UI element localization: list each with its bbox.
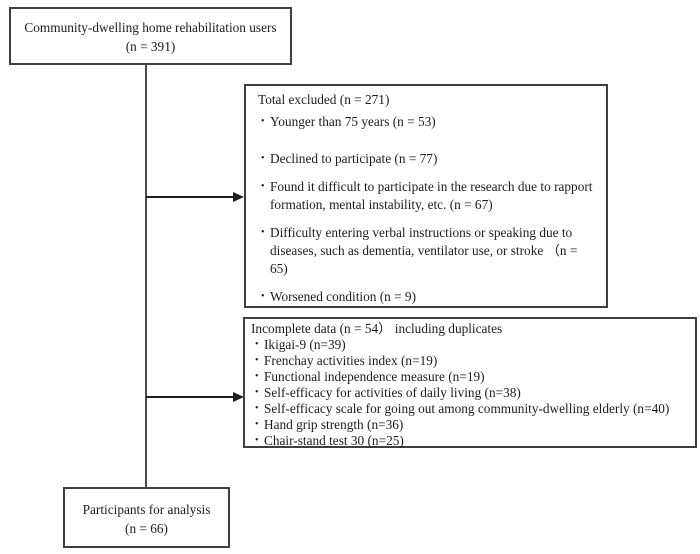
incomplete-item-text: Chair-stand test 30 (n=25) [264, 433, 404, 448]
excluded-item-text: Worsened condition (n = 9) [270, 289, 417, 304]
bullet-icon: • [255, 355, 259, 366]
box-incomplete-data: Incomplete data (n = 54） including dupli… [243, 317, 697, 448]
incomplete-item: • Functional independence measure (n=19) [251, 369, 691, 385]
analysis-title: Participants for analysis [82, 502, 211, 517]
bullet-icon: • [261, 153, 265, 164]
vertical-connector-line [145, 65, 147, 487]
bullet-icon: • [255, 339, 259, 350]
bullet-icon: • [255, 419, 259, 430]
incomplete-item: • Self-efficacy for activities of daily … [251, 385, 691, 401]
bullet-icon: • [255, 371, 259, 382]
incomplete-item: • Chair-stand test 30 (n=25) [251, 433, 691, 449]
incomplete-item: • Hand grip strength (n=36) [251, 417, 691, 433]
incomplete-item-text: Self-efficacy scale for going out among … [264, 401, 670, 416]
bullet-icon: • [261, 181, 265, 192]
incomplete-item: • Ikigai-9 (n=39) [251, 337, 691, 353]
box-analysis: Participants for analysis (n = 66) [63, 487, 230, 548]
excluded-item-text: Difficulty entering verbal instructions … [270, 225, 578, 276]
box-total-excluded: Total excluded (n = 271) • Younger than … [244, 84, 608, 308]
excluded-item: • Worsened condition (n = 9) [258, 288, 598, 306]
incomplete-item-text: Frenchay activities index (n=19) [264, 353, 438, 368]
arrow-line-to-excluded [146, 196, 235, 198]
population-count: (n = 391) [125, 39, 176, 54]
arrow-line-to-incomplete [146, 396, 235, 398]
incomplete-item: • Self-efficacy scale for going out amon… [251, 401, 691, 417]
excluded-item-text: Younger than 75 years (n = 53) [270, 114, 436, 129]
incomplete-item: • Frenchay activities index (n=19) [251, 353, 691, 369]
incomplete-item-text: Hand grip strength (n=36) [264, 417, 404, 432]
incomplete-item-text: Ikigai-9 (n=39) [264, 337, 346, 352]
excluded-title: Total excluded (n = 271) [258, 92, 390, 107]
box-population: Community-dwelling home rehabilitation u… [9, 7, 292, 65]
bullet-icon: • [261, 227, 265, 238]
excluded-item: • Declined to participate (n = 77) [258, 150, 598, 168]
bullet-icon: • [261, 291, 265, 302]
excluded-item-text: Declined to participate (n = 77) [270, 151, 438, 166]
bullet-icon: • [255, 435, 259, 446]
bullet-icon: • [261, 116, 265, 127]
excluded-item: • Found it difficult to participate in t… [258, 178, 598, 214]
arrowhead-to-excluded-icon [233, 192, 244, 202]
analysis-count: (n = 66) [125, 521, 168, 536]
excluded-item-text: Found it difficult to participate in the… [270, 179, 593, 212]
incomplete-title: Incomplete data (n = 54） including dupli… [251, 321, 503, 336]
incomplete-item-text: Self-efficacy for activities of daily li… [264, 385, 521, 400]
population-title: Community-dwelling home rehabilitation u… [24, 20, 277, 35]
excluded-item: • Younger than 75 years (n = 53) [258, 113, 598, 131]
bullet-icon: • [255, 387, 259, 398]
bullet-icon: • [255, 403, 259, 414]
arrowhead-to-incomplete-icon [233, 392, 244, 402]
incomplete-item-text: Functional independence measure (n=19) [264, 369, 485, 384]
excluded-item: • Difficulty entering verbal instruction… [258, 224, 598, 278]
